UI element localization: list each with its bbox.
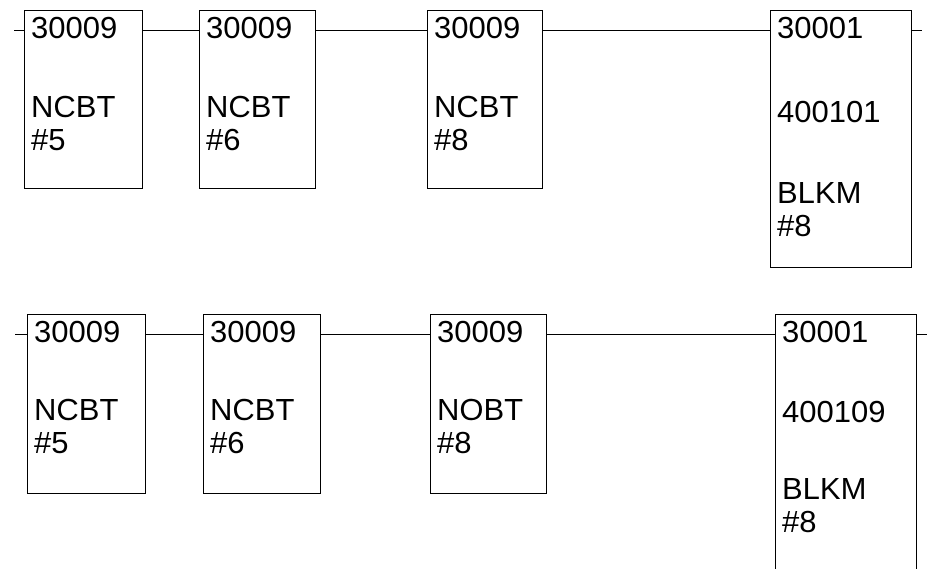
rung-2-left-rail-stub — [15, 334, 27, 335]
rung-1-block-1: 30009 NCBT #5 — [24, 10, 143, 189]
rung-1-block-4: 30001 400101 BLKM #8 — [770, 10, 912, 268]
rung-2-wire-1 — [146, 334, 203, 335]
block-function: BLKM — [777, 175, 862, 210]
block-register: 30009 — [206, 10, 293, 45]
block-register: 30009 — [437, 314, 524, 349]
block-source: 30001 — [782, 314, 869, 349]
block-length: #6 — [210, 425, 245, 460]
block-function: NCBT — [206, 89, 291, 124]
rung-1-wire-2 — [316, 30, 427, 31]
block-function: NCBT — [434, 89, 519, 124]
rung-2-wire-3 — [547, 334, 775, 335]
block-destination: 400109 — [782, 394, 886, 429]
block-register: 30009 — [34, 314, 121, 349]
block-length: #5 — [34, 425, 69, 460]
rung-1-wire-1 — [143, 30, 199, 31]
rung-1-block-3: 30009 NCBT #8 — [427, 10, 543, 189]
block-function: NOBT — [437, 392, 524, 427]
block-register: 30009 — [434, 10, 521, 45]
rung-1-block-2: 30009 NCBT #6 — [199, 10, 316, 189]
block-register: 30009 — [210, 314, 297, 349]
block-length: #8 — [434, 122, 469, 157]
block-function: BLKM — [782, 471, 867, 506]
block-destination: 400101 — [777, 94, 881, 129]
block-length: #8 — [437, 425, 472, 460]
block-length: #8 — [777, 208, 812, 243]
block-length: #5 — [31, 122, 66, 157]
rung-1-left-rail-stub — [14, 30, 24, 31]
block-function: NCBT — [34, 392, 119, 427]
rung-2-block-2: 30009 NCBT #6 — [203, 314, 321, 494]
block-function: NCBT — [210, 392, 295, 427]
block-source: 30001 — [777, 10, 864, 45]
block-register: 30009 — [31, 10, 118, 45]
rung-2-block-4: 30001 400109 BLKM #8 — [775, 314, 917, 569]
rung-2-wire-2 — [321, 334, 430, 335]
block-length: #8 — [782, 504, 817, 539]
rung-1-wire-3 — [543, 30, 770, 31]
rung-2-block-3: 30009 NOBT #8 — [430, 314, 547, 494]
rung-1-right-rail-stub — [912, 30, 922, 31]
rung-2-block-1: 30009 NCBT #5 — [27, 314, 146, 494]
rung-2-right-rail-stub — [917, 334, 927, 335]
block-length: #6 — [206, 122, 241, 157]
block-function: NCBT — [31, 89, 116, 124]
